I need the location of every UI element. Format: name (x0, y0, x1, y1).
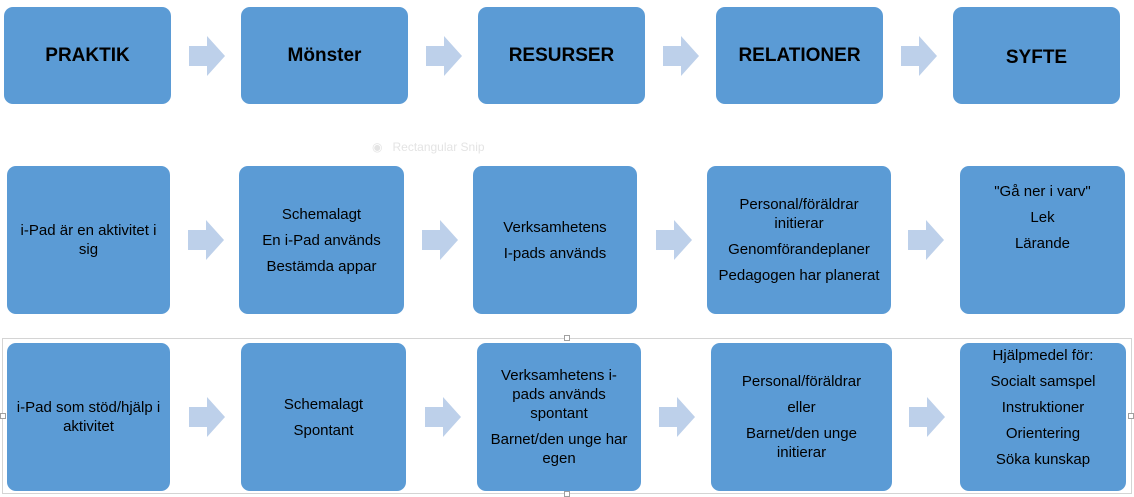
selection-handle-top[interactable] (564, 335, 570, 341)
row1-relationer-line-3: Pedagogen har planerat (718, 267, 880, 284)
header-syfte: SYFTE (953, 7, 1120, 104)
selection-handle-right[interactable] (1128, 413, 1134, 419)
row2-praktik-line-1: i-Pad som stöd/hjälp i aktivitet (16, 399, 161, 435)
row1-resurser: Verksamhetens I-pads används (473, 166, 637, 314)
right-arrow-icon (663, 36, 699, 76)
row2-monster-line-2: Spontant (293, 421, 354, 439)
row2-syfte-line-1: Hjälpmedel för: (992, 347, 1094, 364)
header-relationer: RELATIONER (716, 7, 883, 104)
row1-praktik: i-Pad är en aktivitet i sig (7, 166, 170, 314)
header-relationer-label: RELATIONER (738, 44, 861, 66)
row1-monster-line-2: En i-Pad används (262, 231, 381, 249)
row2-resurser-line-2: Barnet/den unge har egen (490, 431, 628, 467)
row1-relationer-line-2: Genomförandeplaner (728, 241, 870, 258)
row2-syfte-line-5: Söka kunskap (995, 451, 1091, 468)
header-resurser: RESURSER (478, 7, 645, 104)
right-arrow-icon (189, 36, 225, 76)
row1-relationer: Personal/föräldrar initierar Genomförand… (707, 166, 891, 314)
header-monster-label: Mönster (287, 44, 362, 66)
row1-syfte: "Gå ner i varv" Lek Lärande (960, 166, 1125, 314)
row2-monster-line-1: Schemalagt (283, 395, 364, 413)
header-praktik: PRAKTIK (4, 7, 171, 104)
row1-syfte-line-3: Lärande (1014, 235, 1071, 252)
right-arrow-icon (901, 36, 937, 76)
row1-praktik-line-1: i-Pad är en aktivitet i sig (20, 222, 157, 258)
header-monster: Mönster (241, 7, 408, 104)
header-resurser-label: RESURSER (508, 44, 615, 66)
row2-praktik: i-Pad som stöd/hjälp i aktivitet (7, 343, 170, 491)
right-arrow-icon (659, 397, 695, 437)
row2-resurser-line-1: Verksamhetens i-pads används spontant (501, 367, 617, 422)
right-arrow-icon (909, 397, 945, 437)
row1-monster-line-3: Bestämda appar (266, 257, 377, 275)
snip-ghost-label: ◉ Rectangular Snip (372, 140, 485, 154)
row2-syfte: Hjälpmedel för: Socialt samspel Instrukt… (960, 343, 1126, 491)
right-arrow-icon (422, 220, 458, 260)
right-arrow-icon (188, 220, 224, 260)
header-syfte-label: SYFTE (1005, 46, 1068, 68)
snip-ghost-text: Rectangular Snip (392, 140, 485, 154)
row2-relationer-line-1: Personal/föräldrar (741, 373, 862, 390)
right-arrow-icon (426, 36, 462, 76)
row2-syfte-line-2: Socialt samspel (990, 373, 1096, 390)
row1-monster-line-1: Schemalagt (281, 205, 362, 223)
right-arrow-icon (425, 397, 461, 437)
row1-relationer-line-1: Personal/föräldrar initierar (739, 196, 859, 232)
selection-handle-bottom[interactable] (564, 491, 570, 497)
header-praktik-label: PRAKTIK (45, 44, 130, 66)
right-arrow-icon (656, 220, 692, 260)
row1-monster: Schemalagt En i-Pad används Bestämda app… (239, 166, 404, 314)
row1-syfte-line-1: "Gå ner i varv" (994, 183, 1091, 200)
row2-monster: Schemalagt Spontant (241, 343, 406, 491)
row1-resurser-line-1: Verksamhetens (503, 218, 607, 236)
row2-relationer-line-3: Barnet/den unge initierar (746, 425, 857, 461)
row2-resurser: Verksamhetens i-pads används spontant Ba… (477, 343, 641, 491)
row2-relationer: Personal/föräldrar eller Barnet/den unge… (711, 343, 892, 491)
right-arrow-icon (908, 220, 944, 260)
row1-syfte-line-2: Lek (1030, 209, 1055, 226)
row2-relationer-line-2: eller (787, 399, 816, 416)
row1-resurser-line-2: I-pads används (503, 244, 607, 262)
right-arrow-icon (189, 397, 225, 437)
row2-syfte-line-3: Instruktioner (1001, 399, 1085, 416)
row2-syfte-line-4: Orientering (1005, 425, 1081, 442)
selection-handle-left[interactable] (0, 413, 6, 419)
